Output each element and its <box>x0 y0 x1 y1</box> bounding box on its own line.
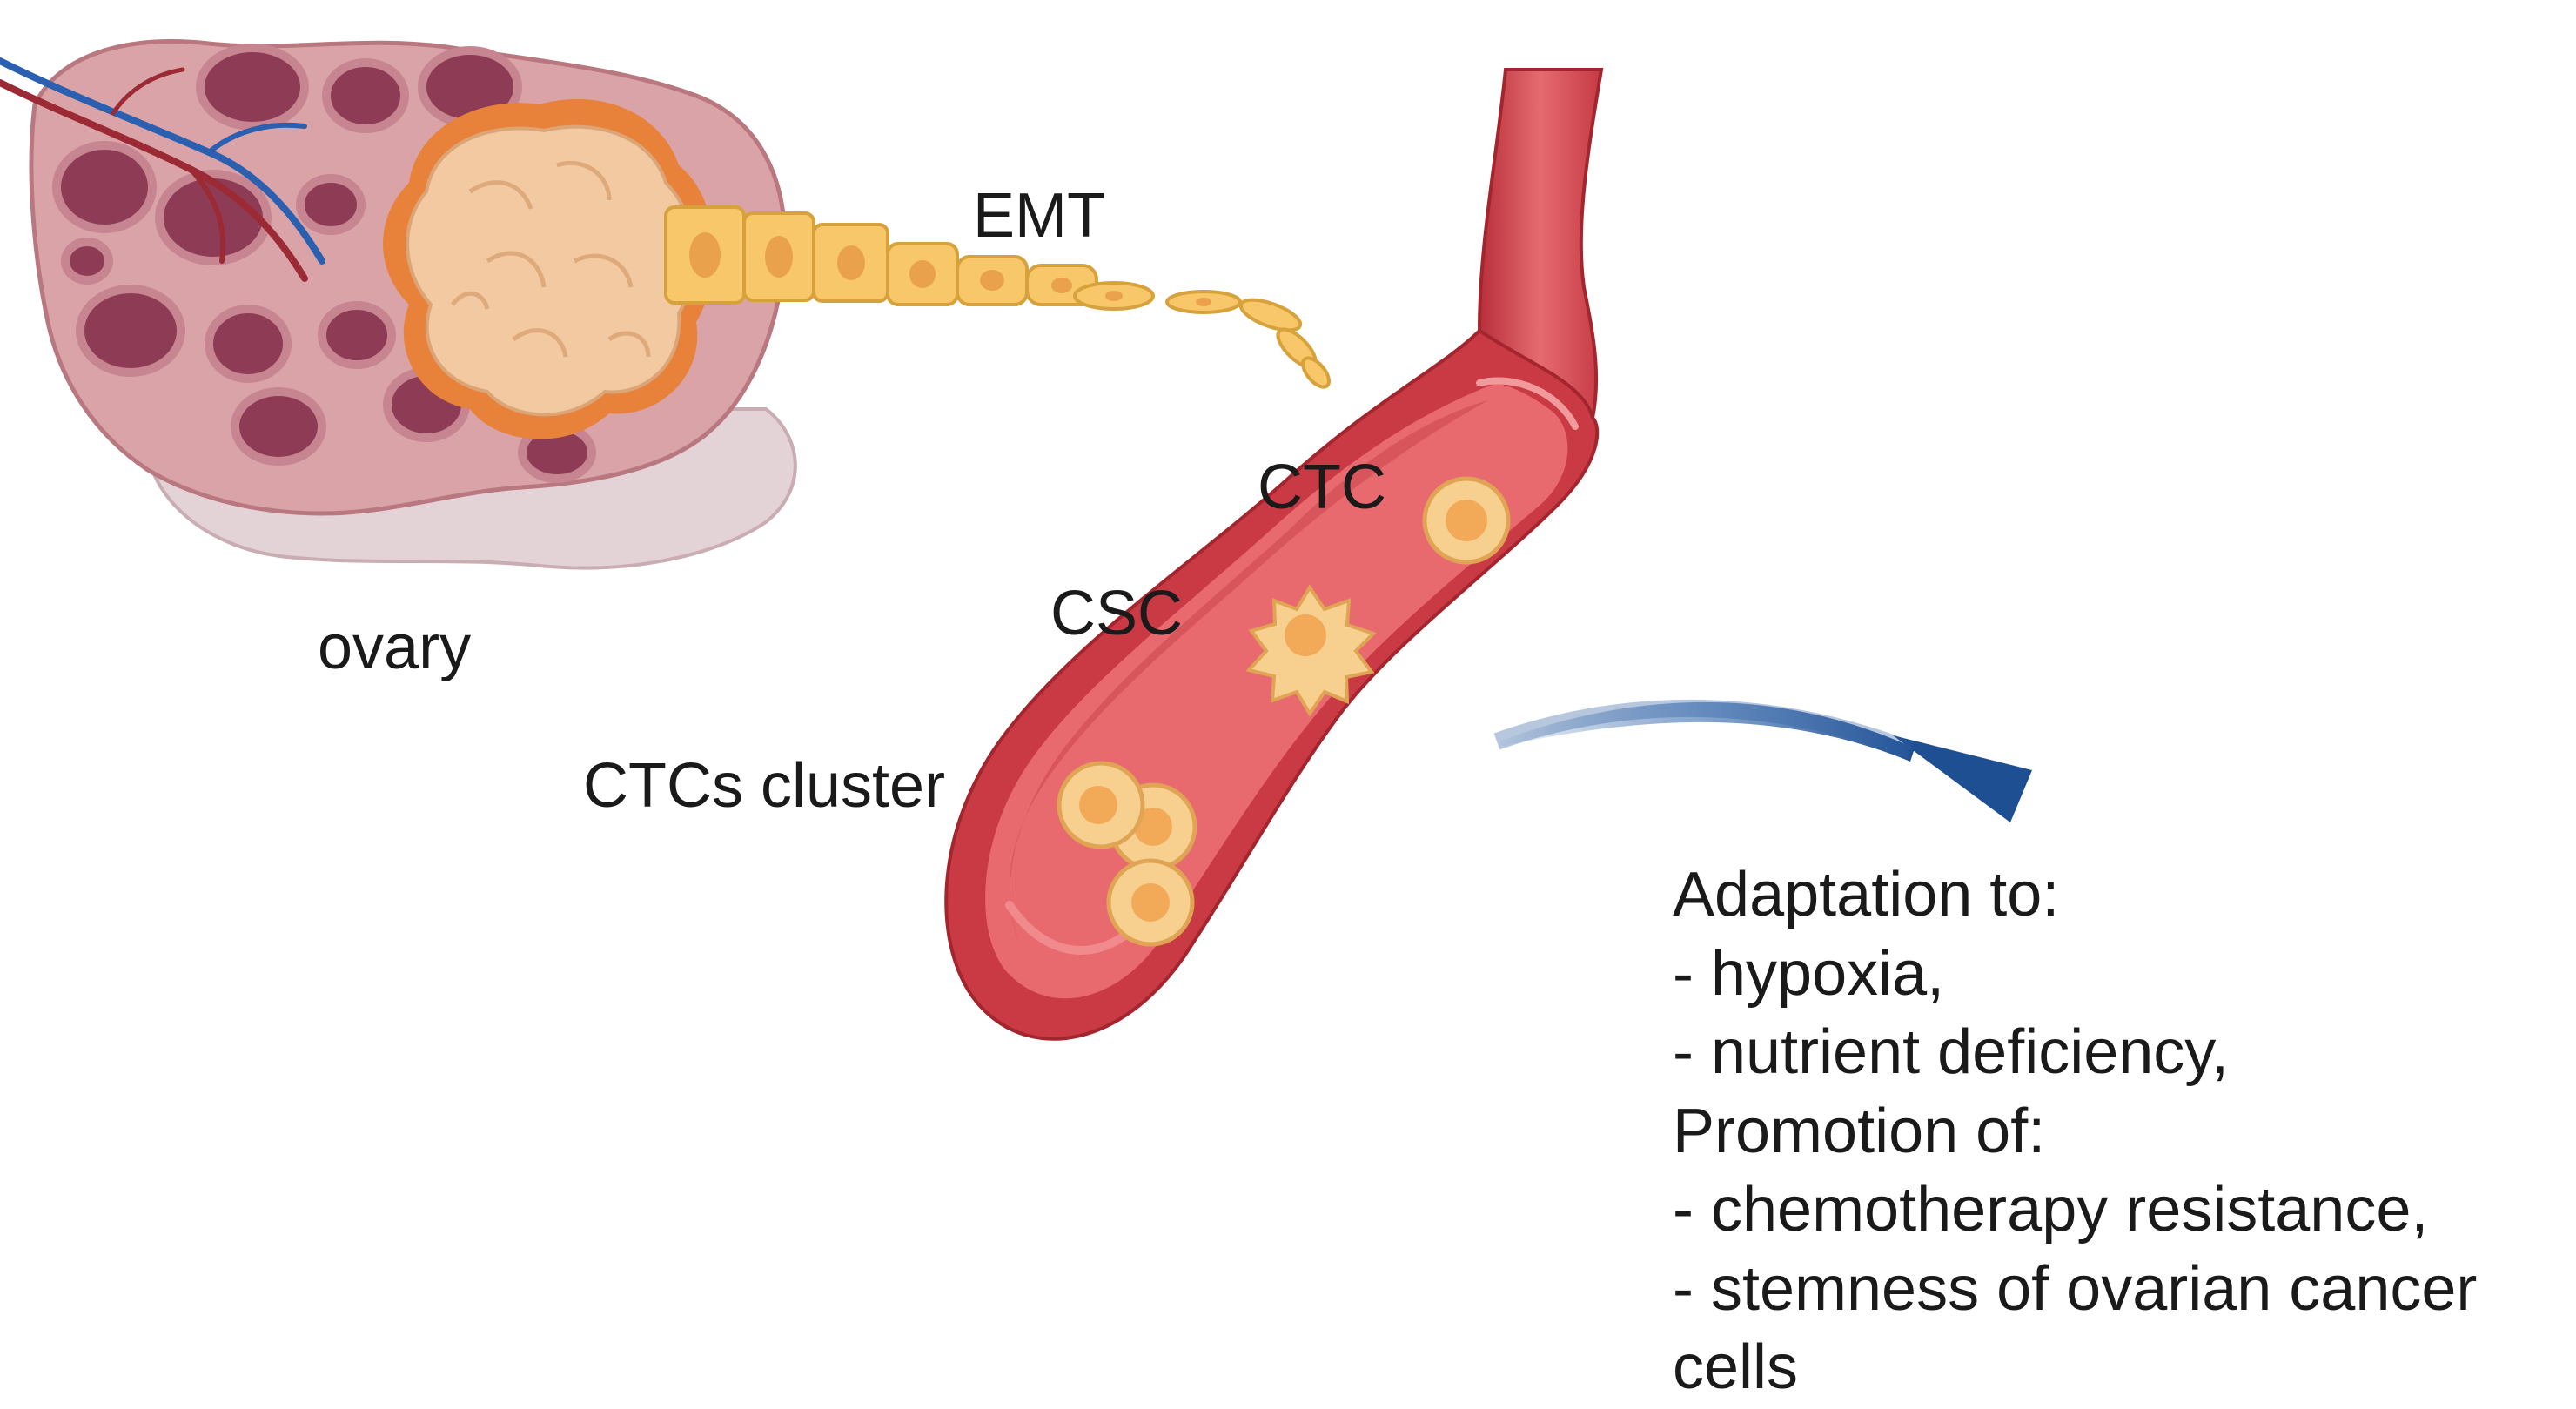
ctc-label: CTC <box>1258 453 1386 522</box>
effects-text-block: Adaptation to: - hypoxia, - nutrient def… <box>1673 855 2477 1407</box>
ctc-cell <box>1422 476 1511 565</box>
emt-label: EMT <box>973 181 1105 251</box>
tumor-mass <box>406 124 696 417</box>
tumor-texture <box>451 160 651 358</box>
promotion-item: - chemotherapy resistance, <box>1673 1175 2429 1245</box>
ovary-vessels <box>0 57 325 282</box>
curved-arrow <box>1493 700 2032 822</box>
emt-cell-chain <box>664 205 1331 389</box>
promotion-item: cells <box>1673 1332 1799 1402</box>
csc-cell <box>1245 584 1377 717</box>
emt-cell-nuclei <box>689 232 1211 306</box>
ctcs-cluster <box>1057 761 1197 947</box>
promotion-item: - stemness of ovarian cancer <box>1673 1253 2478 1324</box>
adaptation-item: - hypoxia, <box>1673 938 1945 1009</box>
adaptation-item: - nutrient deficiency, <box>1673 1017 2229 1087</box>
promotion-heading: Promotion of: <box>1673 1096 2046 1166</box>
ctcs-cluster-label: CTCs cluster <box>583 751 946 821</box>
ovary-label: ovary <box>318 613 472 682</box>
csc-label: CSC <box>1050 579 1184 648</box>
adaptation-heading: Adaptation to: <box>1673 860 2060 929</box>
ovary-illustration <box>0 39 797 570</box>
vessel-rim <box>1476 377 1579 430</box>
